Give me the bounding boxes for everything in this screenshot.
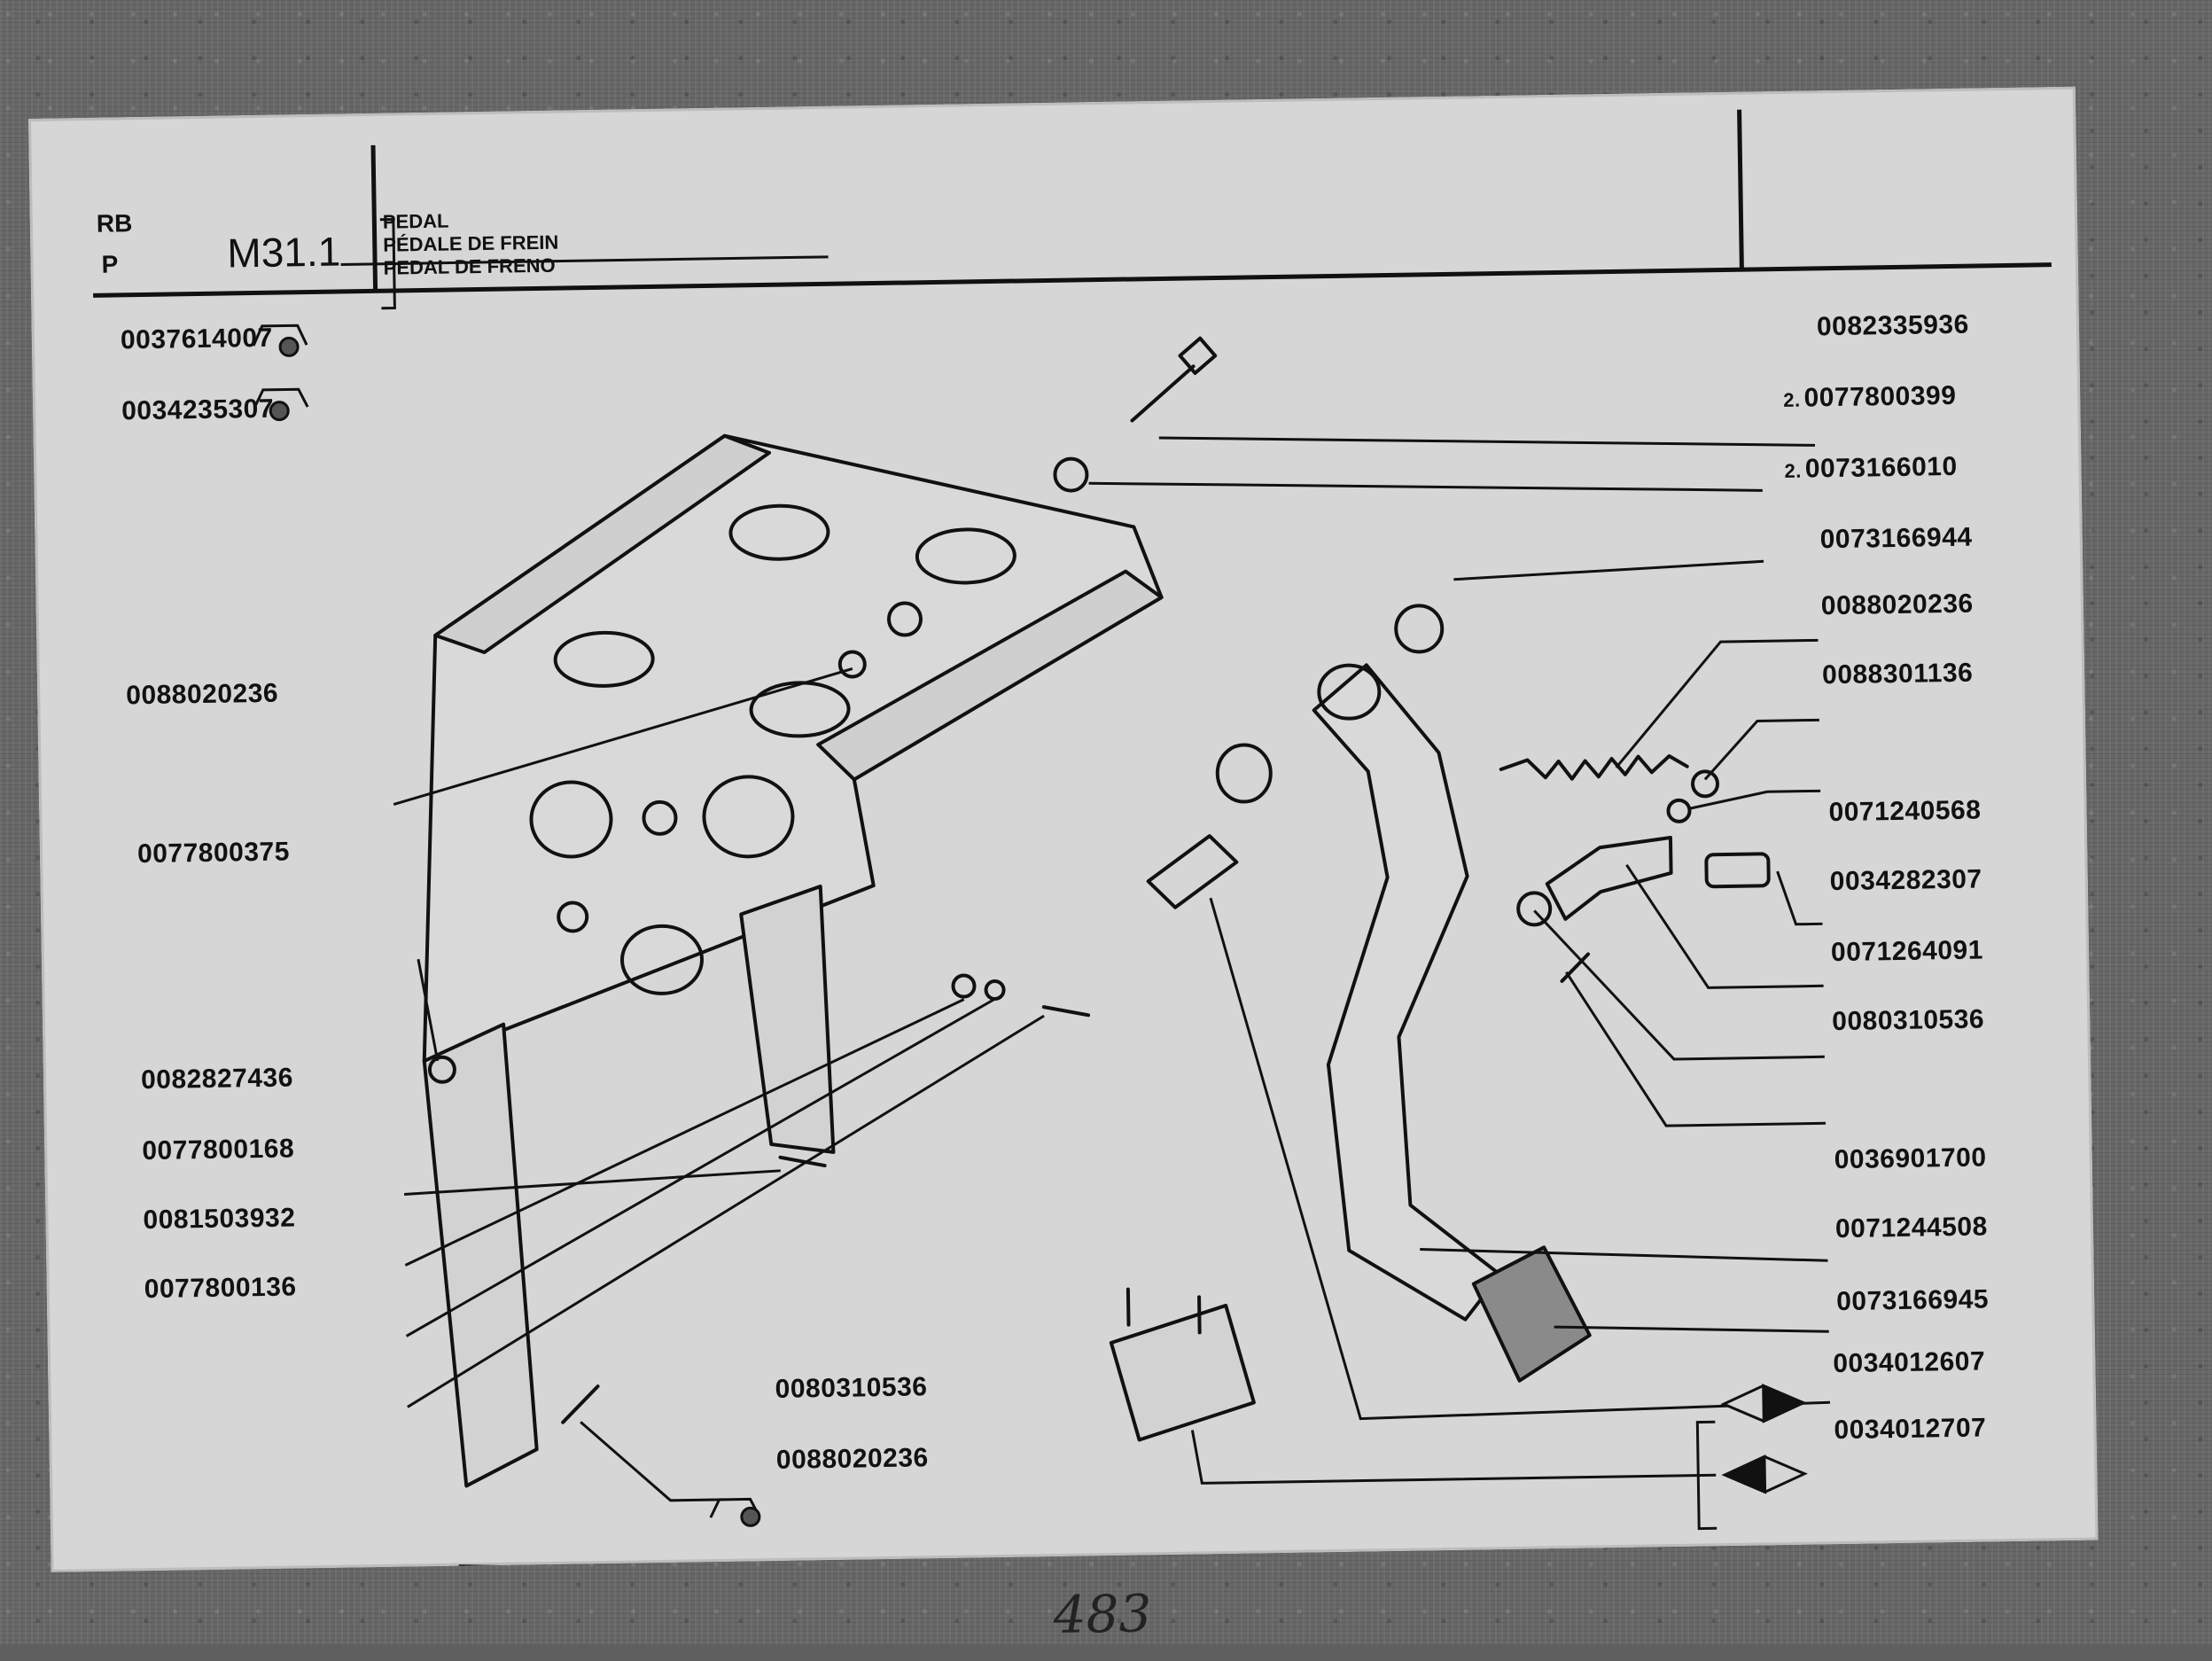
bracket-leg — [422, 1022, 539, 1488]
part-code-right-9: 0071264091 — [1830, 935, 1984, 968]
part-code-bottom-1: 0080310536 — [775, 1372, 928, 1404]
leader-line — [1209, 897, 1831, 1421]
mount-stud — [1125, 1287, 1131, 1327]
small-bolt — [1560, 952, 1591, 983]
bolt-hole — [642, 799, 678, 836]
part-code-left-3: 0088020236 — [125, 678, 279, 711]
part-code-right-7: 0071240568 — [1828, 795, 1982, 828]
oval-hole — [702, 775, 795, 859]
leader-line — [1158, 436, 1816, 447]
washer — [984, 979, 1006, 1001]
part-code-left-5: 0082827436 — [140, 1063, 294, 1096]
part-code-right-3: 2.0073166010 — [1784, 451, 1958, 484]
part-code-right-15: 0034012707 — [1834, 1413, 1987, 1446]
pedal-bushing — [1394, 604, 1445, 654]
bushing-left — [1215, 743, 1273, 804]
leader-line — [580, 1421, 724, 1502]
part-code-right-2: 2.0077800399 — [1783, 380, 1957, 413]
small-washer — [1666, 798, 1692, 823]
plate-symbol-hole — [740, 1506, 761, 1527]
part-code-right-14: 0034012607 — [1833, 1346, 1986, 1379]
diamond-symbol-a-fill — [1762, 1384, 1807, 1423]
pedal-bushing — [1317, 663, 1382, 721]
exploded-view-drawing — [252, 218, 1831, 1572]
pivot-sleeve — [1146, 834, 1239, 909]
bolt — [561, 1384, 600, 1424]
part-code-left-4: 0077800375 — [136, 837, 291, 869]
return-spring — [1499, 754, 1689, 781]
part-code-left-6: 0077800168 — [142, 1134, 295, 1166]
part-code-right-12: 0071244508 — [1834, 1212, 1989, 1244]
bracket-web — [739, 885, 836, 1154]
leader-line — [1703, 718, 1819, 781]
leader-line — [407, 1014, 1045, 1408]
part-code-right-5: 0088020236 — [1820, 589, 1974, 621]
variant-bracket-top — [379, 218, 396, 310]
part-code-right-13: 0073166945 — [1835, 1284, 1990, 1317]
leader-line — [1687, 789, 1821, 811]
part-code-right-11: 0036901700 — [1834, 1142, 1987, 1175]
leader-line — [1533, 909, 1825, 1061]
part-code-right-6: 0088301136 — [1821, 658, 1974, 690]
oval-hole — [529, 780, 613, 859]
plate-symbol-hole — [269, 401, 290, 422]
part-code-right-10: 0080310536 — [1831, 1004, 1985, 1037]
leader-line — [1565, 971, 1826, 1127]
part-code-left-2: 0034235307 — [121, 394, 275, 426]
part-code-right-1: 0082335936 — [1816, 309, 1970, 342]
leader-line — [1695, 1420, 1717, 1531]
nut — [837, 650, 867, 679]
top-washer — [1053, 456, 1089, 493]
oval-hole — [749, 681, 851, 738]
part-code-left-7: 0081503932 — [143, 1203, 296, 1236]
pedal-bracket-side — [816, 569, 1164, 782]
oval-hole — [915, 527, 1016, 585]
lower-mount-plate — [1109, 1303, 1256, 1442]
leader-line — [1453, 559, 1764, 581]
part-code-left-1: 0037614007 — [120, 323, 274, 355]
leader-line — [1776, 870, 1823, 926]
washer — [951, 973, 977, 999]
leader-line — [1615, 638, 1819, 768]
diamond-symbol-b-fill — [1721, 1454, 1767, 1494]
leader-line — [1190, 1430, 1717, 1485]
small-nut — [1691, 769, 1720, 799]
switch-bracket — [1545, 835, 1673, 921]
oval-hole — [553, 630, 655, 688]
plate-symbol — [253, 387, 309, 409]
leader-line — [404, 1169, 781, 1196]
part-code-left-8: 0077800136 — [144, 1272, 297, 1305]
top-bolt — [1130, 364, 1196, 423]
leader-line — [1554, 1325, 1829, 1333]
pedal-bracket-top — [433, 433, 772, 654]
leader-line — [404, 998, 965, 1267]
parts-catalog-sheet: RB P M31.1 PEDAL PÉDALE DE FREIN PEDAL D… — [28, 86, 2099, 1645]
bolt-hole — [886, 601, 923, 637]
pedal-pad — [1471, 1245, 1592, 1383]
leader-line — [1088, 481, 1763, 492]
switch-nut — [1516, 891, 1553, 927]
bolt — [778, 1155, 827, 1168]
plate-symbol-hole — [278, 336, 300, 357]
leader-line — [340, 255, 829, 266]
part-code-right-4: 0073166944 — [1819, 522, 1973, 555]
leader-line — [417, 958, 440, 1062]
stop-light-switch — [1704, 852, 1771, 889]
nut — [427, 1055, 456, 1084]
leader-line — [393, 667, 853, 807]
part-code-right-8: 0034282307 — [1829, 864, 1982, 897]
leader-line — [1420, 1247, 1828, 1262]
handwritten-page-number: 483 — [1053, 1583, 1152, 1646]
plate-symbol — [252, 324, 308, 347]
leader-line — [1625, 863, 1824, 989]
nut — [557, 901, 589, 933]
brake-pedal-arm — [1312, 663, 1502, 1322]
top-bolt-head — [1178, 336, 1218, 375]
bolt — [1041, 1005, 1091, 1018]
oval-hole — [728, 503, 830, 561]
part-code-bottom-2: 0088020236 — [775, 1443, 929, 1475]
oval-hole — [619, 924, 704, 995]
leader-line — [405, 997, 996, 1337]
mount-stud — [1197, 1295, 1202, 1335]
